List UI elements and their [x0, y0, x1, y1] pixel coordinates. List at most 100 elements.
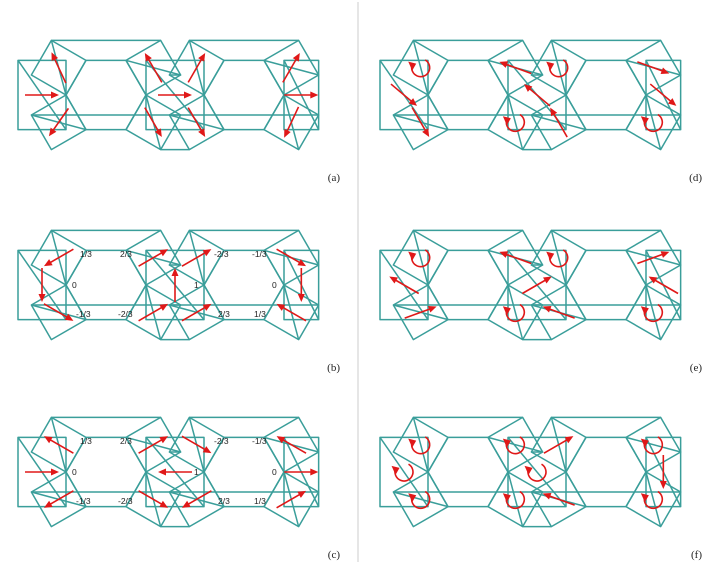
moment-arrow: [276, 490, 307, 509]
square-diagonal: [507, 94, 524, 150]
moment-arrow: [284, 468, 319, 476]
site-value-label: 1/3: [80, 249, 92, 259]
square-diagonal: [487, 436, 543, 453]
site-value-label: 1: [194, 467, 199, 477]
panel-a: (a): [17, 39, 341, 184]
moment-arrow: [48, 107, 70, 137]
hexagon-2: [203, 59, 285, 131]
site-value-label: 1/3: [80, 436, 92, 446]
rotation-arrow: [408, 490, 431, 510]
moment-arrow: [282, 52, 300, 83]
moment-arrow: [43, 248, 74, 267]
site-value-label: -2/3: [118, 309, 133, 319]
moment-arrow: [138, 490, 169, 508]
moment-arrow: [138, 249, 169, 267]
panel-e: (e): [379, 229, 703, 374]
moment-arrow: [25, 91, 59, 99]
moment-arrow: [181, 435, 212, 454]
moment-arrow: [521, 276, 552, 295]
moment-arrow: [659, 455, 667, 489]
site-value-label: -1/3: [76, 496, 91, 506]
moment-arrow: [43, 436, 74, 454]
site-value-label: 0: [72, 467, 77, 477]
moment-arrow: [389, 276, 420, 295]
rotation-arrow: [502, 113, 526, 133]
site-value-label: 1: [194, 280, 199, 290]
moment-arrow: [187, 107, 206, 138]
site-value-label: 2/3: [218, 309, 230, 319]
panel-label: (a): [328, 172, 341, 184]
rotation-arrow: [391, 463, 414, 482]
panel-label: (f): [691, 549, 702, 561]
rotation-arrow: [640, 436, 664, 455]
hexagon-2: [565, 249, 647, 321]
square-diagonal: [412, 40, 429, 96]
moment-arrow: [138, 436, 169, 454]
rotation-arrow: [546, 249, 569, 268]
square-diagonal: [645, 284, 662, 340]
rotation-arrow: [502, 436, 526, 455]
moment-arrow: [276, 436, 307, 454]
moment-arrow: [144, 107, 162, 138]
site-value-label: 1/3: [254, 496, 266, 506]
moment-arrow: [542, 492, 575, 506]
rotation-arrow: [502, 303, 526, 323]
rotation-arrow: [408, 436, 431, 455]
moment-arrow: [138, 303, 169, 322]
site-value-label: 2/3: [120, 249, 132, 259]
square-diagonal: [507, 436, 567, 508]
panel-label: (b): [327, 362, 340, 374]
moment-arrow: [158, 91, 192, 99]
moment-arrow: [411, 107, 430, 138]
rotation-arrow: [408, 249, 431, 268]
site-value-label: -2/3: [214, 249, 229, 259]
square-diagonal: [393, 491, 449, 508]
moment-arrow: [187, 52, 206, 83]
square-diagonal: [645, 471, 662, 527]
panel-d: (d): [379, 39, 702, 184]
site-value-label: 0: [272, 280, 277, 290]
rotation-arrow: [546, 59, 569, 78]
rotation-arrow: [524, 463, 547, 482]
moment-arrow: [25, 468, 59, 476]
site-value-label: 1/3: [254, 309, 266, 319]
moment-arrow: [276, 303, 307, 322]
moment-arrow: [38, 268, 46, 302]
moment-arrow: [43, 303, 74, 321]
square-diagonal: [412, 230, 429, 286]
moment-arrow: [649, 83, 677, 106]
moment-arrow: [404, 305, 437, 319]
site-value-label: 0: [72, 280, 77, 290]
site-value-label: -1/3: [252, 436, 267, 446]
moment-arrow: [171, 268, 179, 302]
moment-arrow: [543, 436, 574, 454]
moment-arrow: [390, 83, 418, 106]
square-diagonal: [645, 94, 662, 150]
hexagon-1: [427, 436, 509, 508]
square-diagonal: [507, 284, 524, 340]
hexagon-1: [427, 59, 509, 131]
moment-arrow: [297, 268, 305, 302]
square-diagonal: [507, 471, 524, 527]
site-value-label: -1/3: [252, 249, 267, 259]
site-value-label: -2/3: [118, 496, 133, 506]
hexagon-2: [565, 59, 647, 131]
moment-arrow: [181, 490, 212, 508]
panel-label: (c): [328, 549, 341, 561]
site-value-label: 2/3: [120, 436, 132, 446]
moment-arrow: [181, 249, 212, 267]
moment-arrow: [637, 251, 670, 265]
panel-label: (e): [690, 362, 703, 374]
moment-arrow: [144, 52, 163, 83]
panel-label: (d): [689, 172, 702, 184]
rotation-arrow: [502, 490, 526, 510]
panel-f: (f): [379, 416, 702, 561]
moment-arrow: [637, 61, 670, 75]
moment-arrow: [542, 305, 575, 319]
moment-arrow: [284, 106, 300, 138]
site-value-label: -1/3: [76, 309, 91, 319]
panel-b: 1/3 2/3 -2/3 -1/3 0 1 0 -1/3 -2/3 2/3 1/3 (b): [17, 229, 340, 374]
moment-arrow: [51, 52, 67, 84]
